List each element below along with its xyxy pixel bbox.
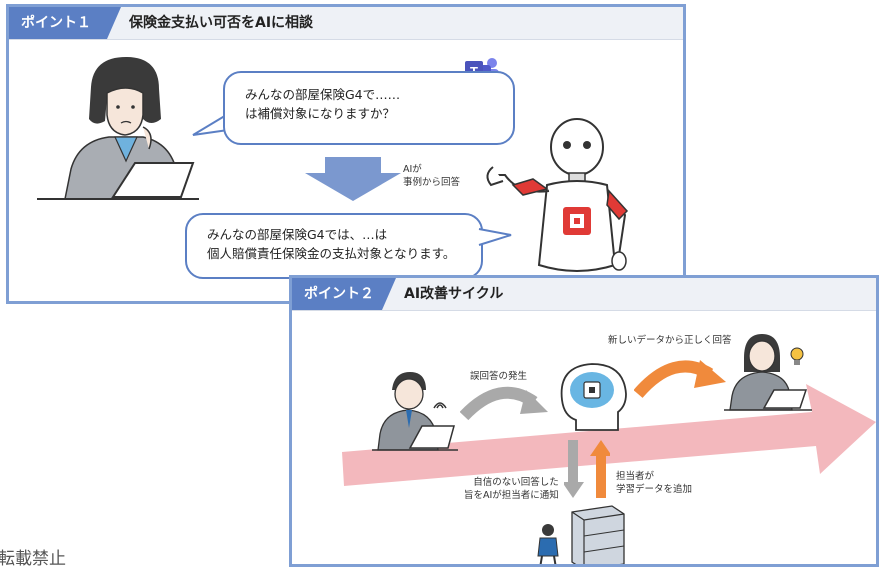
gray-curved-arrow [460, 386, 548, 421]
no-reproduction-notice: 転載禁止 [0, 549, 66, 569]
ai-note-line-2: 事例から回答 [403, 177, 461, 188]
point1-tab: ポイント１ [9, 7, 121, 39]
point1-title: 保険金支払い可否をAIに相談 [129, 15, 314, 31]
point1-panel: ポイント１ 保険金支払い可否をAIに相談 T みんなの部屋保険G4で…… は補償… [6, 4, 686, 304]
signal-icon [433, 402, 447, 409]
woman-worker-illustration [724, 334, 812, 411]
answer-line-1: みんなの部屋保険G4では、…は [207, 227, 388, 242]
robot-illustration [486, 118, 629, 272]
notify-label: 自信のない回答した 旨をAIが担当者に通知 [464, 476, 559, 502]
wrong-answer-label: 誤回答の発生 [470, 371, 528, 382]
ai-note: AIが 事例から回答 [403, 163, 460, 189]
down-arrow-icon [305, 157, 401, 201]
answer-bubble-tail [478, 228, 512, 246]
correct-answer-label: 新しいデータから正しく回答 [608, 335, 732, 346]
answer-bubble: みんなの部屋保険G4では、…は 個人賠償責任保険金の支払対象となります。 [185, 213, 483, 279]
ai-note-line-1: AIが [403, 164, 422, 175]
point2-title: AI改善サイクル [404, 286, 504, 302]
answer-line-2: 個人賠償責任保険金の支払対象となります。 [207, 246, 456, 261]
man-worker-illustration [372, 372, 458, 451]
add-data-label-line-1: 担当者が [616, 471, 655, 482]
woman-at-laptop-illustration [37, 57, 199, 200]
question-line-1: みんなの部屋保険G4で…… [245, 87, 401, 102]
add-data-label: 担当者が 学習データを追加 [616, 470, 692, 496]
point1-header [9, 7, 683, 40]
improvement-cycle-arrow [342, 384, 876, 486]
question-line-2: は補償対象になりますか？ [245, 106, 396, 121]
notify-label-line-1: 自信のない回答した [473, 477, 559, 488]
point2-panel: ポイント２ AI改善サイクル 誤回答の発生 新しいデータから正しく回答 [289, 275, 879, 567]
server-rack-icon [537, 505, 625, 564]
notify-vertical-arrows [564, 440, 610, 498]
ai-brain-head-icon [560, 363, 627, 431]
question-bubble: みんなの部屋保険G4で…… は補償対象になりますか？ [223, 71, 515, 145]
notify-label-line-2: 旨をAIが担当者に通知 [464, 490, 559, 501]
add-data-label-line-2: 学習データを追加 [616, 484, 693, 495]
orange-curved-arrow [634, 360, 726, 398]
point2-tab: ポイント２ [292, 278, 396, 310]
lightbulb-icon [790, 347, 804, 365]
